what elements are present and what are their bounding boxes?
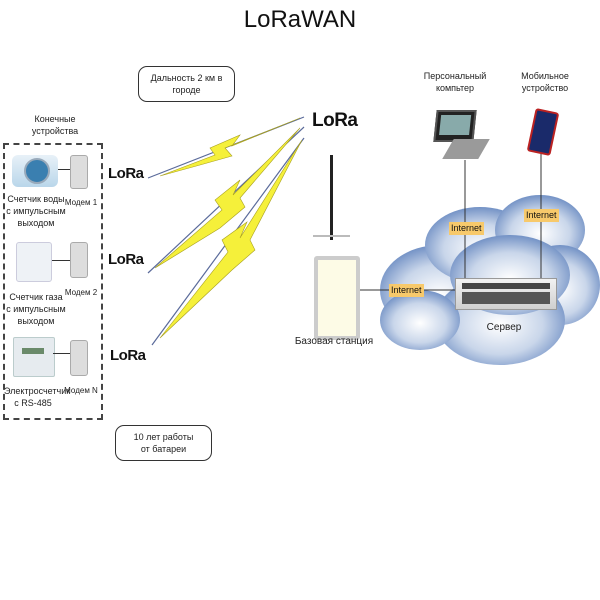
- meter-label-2: Счетчик газа с импульсным выходом: [6, 292, 66, 326]
- lora-logo: LoRa: [108, 165, 144, 182]
- modem-icon: [70, 242, 88, 278]
- lora-logo: LoRa: [108, 251, 144, 268]
- meter-label-3: Электросчетчик с RS-485: [4, 386, 71, 408]
- base-station-label: Базовая станция: [294, 336, 374, 347]
- laptop-icon: [433, 110, 477, 142]
- mount-bracket: [313, 235, 350, 257]
- mobile-label: Мобильное устройство: [521, 71, 569, 93]
- gas-meter-icon: [16, 242, 52, 282]
- modem-label-2: Модем 2: [64, 288, 98, 297]
- lora-logo: LoRa: [110, 347, 146, 364]
- lora-logo-gateway: LoRa: [312, 110, 358, 131]
- antenna-icon: [330, 155, 333, 240]
- base-station-icon: [314, 256, 360, 340]
- lightning-bolt-3: [159, 139, 303, 339]
- modem-label-3: Модем N: [64, 386, 98, 395]
- range-note-text: Дальность 2 км в городе: [150, 73, 223, 95]
- lightning-bolts: [154, 117, 303, 339]
- pc-label: Персональный компьтер: [423, 71, 487, 93]
- lightning-bolt-1: [159, 117, 301, 177]
- water-meter-icon: [12, 155, 58, 187]
- connector-3: [53, 353, 70, 354]
- internet-badge: Internet: [449, 222, 484, 235]
- page-title: LoRaWAN: [243, 6, 357, 33]
- meter-label-1: Счетчик воды с импульсным выходом: [6, 194, 66, 228]
- electricity-meter-icon: [13, 337, 55, 377]
- modem-icon: [70, 340, 88, 376]
- modem-icon: [70, 155, 88, 189]
- connector-2: [52, 260, 70, 261]
- internet-badge: Internet: [389, 284, 424, 297]
- range-note: Дальность 2 км в городе: [138, 66, 235, 102]
- internet-badge: Internet: [524, 209, 559, 222]
- lightning-bolt-2: [154, 127, 301, 269]
- modem-label-1: Модем 1: [64, 198, 98, 207]
- end-devices-group: [3, 143, 103, 420]
- battery-note-text: 10 лет работы от батареи: [133, 432, 194, 454]
- battery-note: 10 лет работы от батареи: [115, 425, 212, 461]
- server-icon: [455, 278, 557, 310]
- server-label: Сервер: [486, 322, 522, 333]
- connector-1: [58, 169, 72, 170]
- end-devices-heading: Конечные устройства: [31, 114, 79, 136]
